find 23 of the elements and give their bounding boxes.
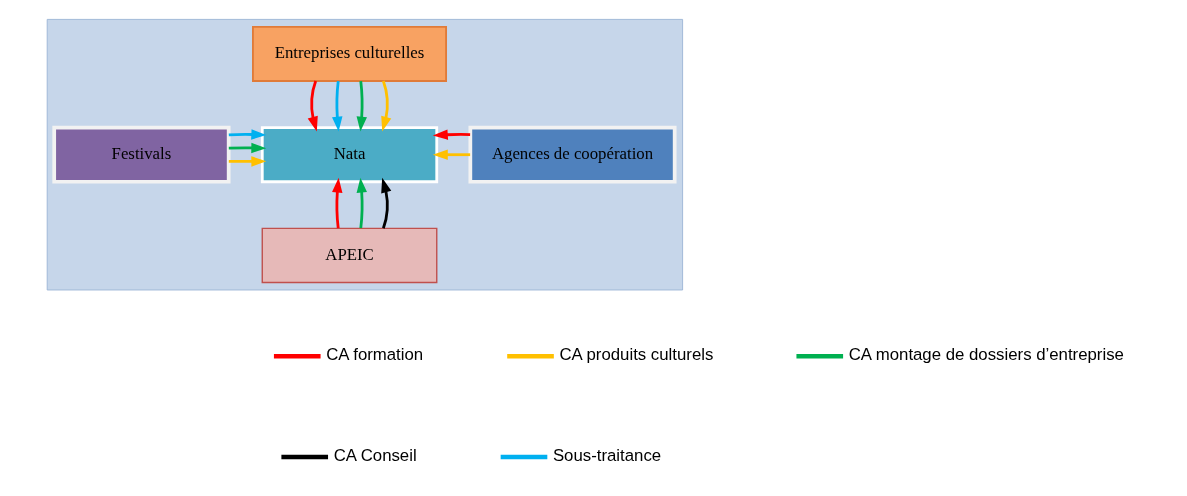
arrow — [228, 129, 267, 140]
arrow — [228, 142, 267, 154]
legend-label: CA Conseil — [333, 446, 417, 466]
arrow — [381, 177, 392, 229]
arrow — [228, 156, 267, 167]
node-box: APEIC — [261, 227, 438, 284]
arrow — [332, 177, 343, 229]
legend-label: CA produits culturels — [559, 345, 714, 365]
arrow — [307, 80, 318, 132]
cluster — [46, 18, 684, 291]
arrow — [432, 129, 471, 140]
arrow — [381, 80, 392, 132]
node-box: Festivals — [52, 125, 231, 184]
legend-label: CA formation — [326, 345, 424, 365]
node-box: Entreprises culturelles — [252, 25, 447, 82]
arrow — [332, 80, 343, 132]
arrow — [432, 149, 471, 160]
legend-label: Sous-traitance — [552, 446, 662, 466]
arrow — [356, 80, 367, 132]
arrow — [356, 177, 367, 229]
node-box: Nata — [260, 126, 439, 184]
legend-label: CA montage de dossiers d’entreprise — [848, 345, 1124, 365]
node-box: Agences de coopération — [468, 125, 677, 184]
